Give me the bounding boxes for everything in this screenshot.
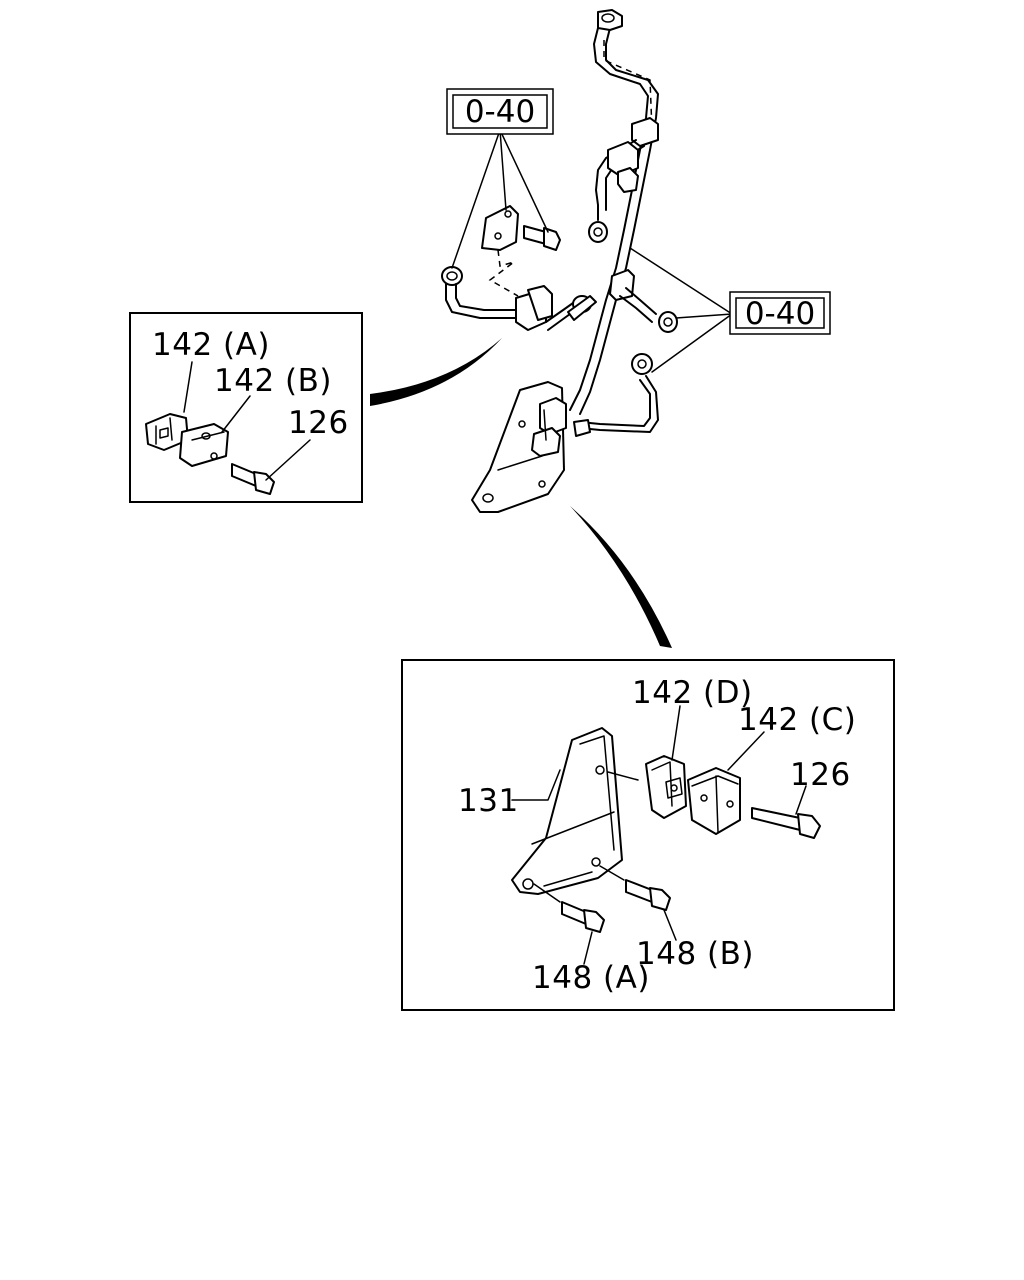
label-142a-left: 142 (A) — [152, 327, 270, 363]
detail-box-left: 142 (A) 142 (B) 126 — [129, 312, 363, 503]
label-126-bottom: 126 — [790, 757, 851, 793]
pointer-to-left-box — [370, 338, 502, 406]
label-131: 131 — [458, 783, 519, 819]
ref-right-label: 0-40 — [745, 296, 815, 332]
label-142b-left: 142 (B) — [214, 363, 332, 399]
ref-top-leaders — [451, 129, 549, 269]
ref-right-leaders — [629, 247, 733, 373]
ref-top-label: 0-40 — [465, 94, 535, 130]
pointer-to-bottom-box — [570, 506, 672, 648]
label-148b: 148 (B) — [636, 936, 754, 972]
detail-box-bottom: 142 (D) 142 (C) 126 131 148 (B) 148 (A) — [401, 659, 895, 1011]
label-126-left: 126 — [288, 405, 349, 441]
ref-box-right: 0-40 — [729, 291, 831, 335]
ref-box-top: 0-40 — [446, 88, 554, 135]
label-142d: 142 (D) — [632, 675, 753, 711]
label-142c: 142 (C) — [738, 702, 856, 738]
main-assembly — [441, 9, 678, 513]
label-148a: 148 (A) — [532, 960, 650, 996]
